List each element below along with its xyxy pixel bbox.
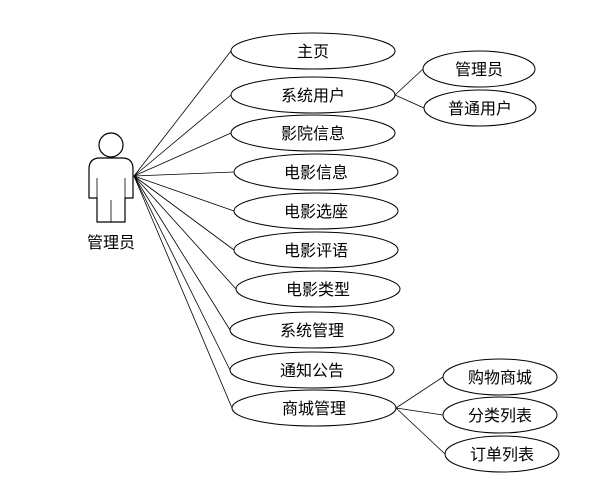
use-case-home-label: 主页	[297, 42, 329, 61]
use-case-movie-info-oval	[233, 153, 399, 191]
use-case-mall-management: 商城管理	[231, 389, 397, 427]
use-case-order-list: 订单列表	[444, 435, 560, 473]
use-case-category-list-label: 分类列表	[468, 406, 532, 425]
association-lines	[133, 50, 446, 455]
edge-mall-management-shopping-mall	[395, 376, 444, 409]
use-case-movie-info: 电影信息	[233, 153, 399, 191]
use-case-movie-types-label: 电影类型	[286, 280, 350, 299]
edge-actor-movie-info	[133, 171, 235, 177]
use-case-system-management-oval	[229, 311, 395, 349]
use-case-home: 主页	[230, 32, 396, 70]
edge-actor-cinema-info	[133, 132, 232, 177]
use-case-regular-users: 普通用户	[423, 89, 537, 127]
use-case-movie-reviews-oval	[233, 231, 399, 269]
edge-actor-notices	[133, 175, 231, 371]
use-case-movie-types-oval	[235, 270, 401, 308]
use-case-seat-selection-label: 电影选座	[284, 202, 348, 221]
use-case-mall-management-oval	[231, 389, 397, 427]
use-case-movie-reviews-label: 电影评语	[284, 241, 348, 260]
use-case-system-users-label: 系统用户	[281, 86, 345, 105]
use-case-category-list-oval	[442, 396, 558, 434]
use-case-admin-oval	[422, 50, 536, 88]
use-case-mall-management-label: 商城管理	[282, 399, 346, 418]
actor-head	[98, 132, 124, 158]
use-case-system-management: 系统管理	[229, 311, 395, 349]
use-case-regular-users-label: 普通用户	[448, 99, 512, 118]
use-case-notices-label: 通知公告	[280, 361, 344, 380]
use-case-system-users-oval	[230, 76, 396, 114]
use-case-seat-selection-oval	[233, 192, 399, 230]
use-case-home-oval	[230, 32, 396, 70]
use-case-system-management-label: 系统管理	[280, 321, 344, 340]
use-case-admin-label: 管理员	[455, 60, 503, 79]
use-case-movie-reviews: 电影评语	[233, 231, 399, 269]
edge-actor-system-management	[133, 175, 231, 331]
use-case-notices-oval	[229, 351, 395, 389]
use-case-seat-selection: 电影选座	[233, 192, 399, 230]
edge-mall-management-order-list	[395, 407, 446, 455]
use-case-order-list-oval	[444, 435, 560, 473]
use-case-shopping-mall-label: 购物商城	[468, 368, 532, 387]
use-case-system-users: 系统用户	[230, 76, 396, 114]
use-case-category-list: 分类列表	[442, 396, 558, 434]
use-case-shopping-mall-oval	[442, 358, 558, 396]
use-case-movie-types: 电影类型	[235, 270, 401, 308]
actor-label: 管理员	[87, 233, 135, 252]
use-case-movie-info-label: 电影信息	[284, 163, 348, 182]
use-case-order-list-label: 订单列表	[470, 445, 534, 464]
use-case-cinema-info-oval	[230, 114, 396, 152]
edge-actor-mall-management	[133, 175, 233, 409]
actor-admin: 管理员	[87, 132, 135, 252]
edge-actor-system-users	[133, 94, 232, 177]
use-case-admin: 管理员	[422, 50, 536, 88]
actor-body	[88, 157, 134, 223]
edge-system-users-admin	[394, 68, 424, 96]
edge-actor-home	[133, 50, 232, 177]
edge-mall-management-category-list	[395, 407, 444, 416]
use-case-shopping-mall: 购物商城	[442, 358, 558, 396]
use-case-cinema-info: 影院信息	[230, 114, 396, 152]
use-case-regular-users-oval	[423, 89, 537, 127]
use-case-notices: 通知公告	[229, 351, 395, 389]
edge-system-users-regular-users	[394, 94, 425, 109]
use-case-cinema-info-label: 影院信息	[281, 124, 345, 143]
edge-actor-movie-reviews	[133, 175, 235, 251]
edge-actor-seat-selection	[133, 175, 235, 212]
edge-actor-movie-types	[133, 175, 237, 290]
